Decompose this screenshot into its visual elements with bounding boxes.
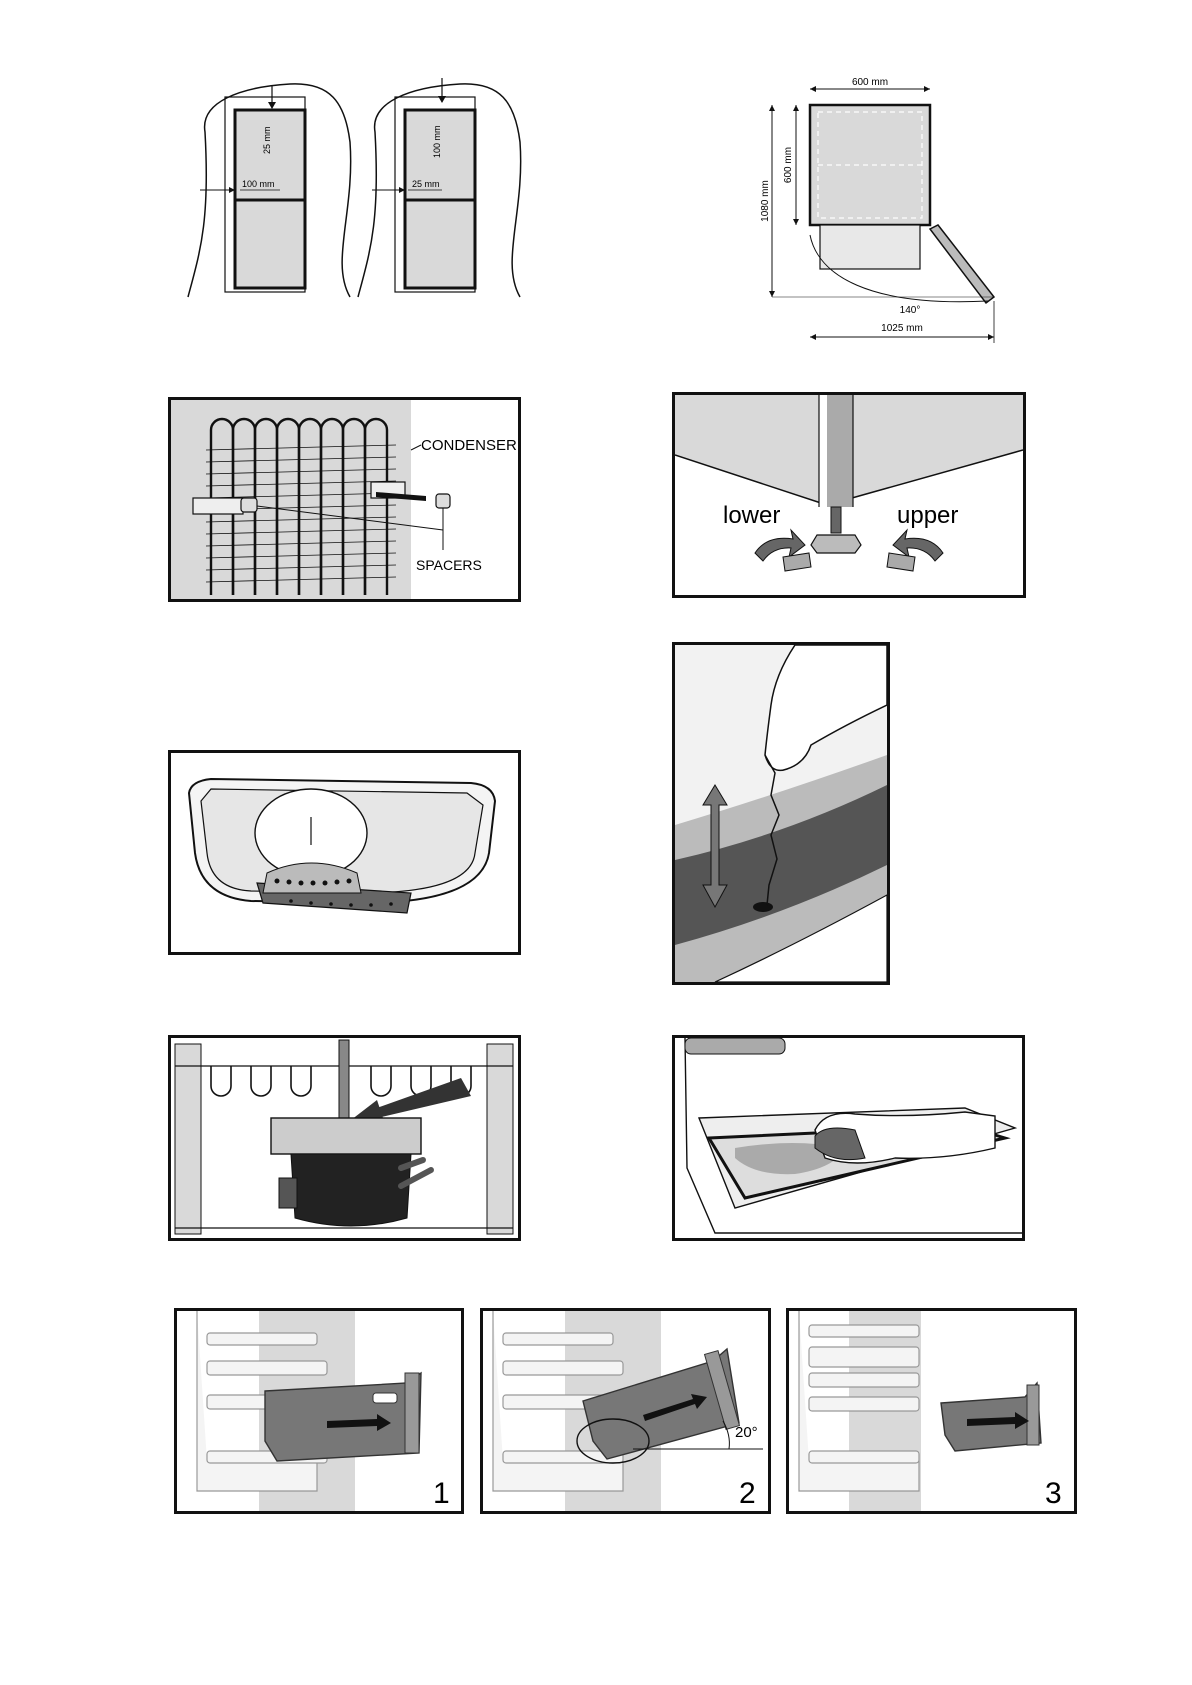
angle-label: 140° [900, 305, 921, 316]
left-side-gap-label: 100 mm [242, 179, 275, 189]
step1-number: 1 [433, 1477, 450, 1510]
feet-figure: lower upper [672, 392, 1026, 598]
clearance-figure: 25 mm 100 mm 100 mm 25 mm [180, 72, 540, 304]
width-label: 600 mm [852, 77, 888, 88]
drain-pan-figure [168, 750, 521, 955]
compressor-figure [168, 1035, 521, 1241]
upper-label: upper [897, 502, 958, 529]
open-depth-label: 1025 mm [881, 323, 923, 334]
step3-number: 3 [1045, 1477, 1062, 1510]
drain-hole-figure [672, 642, 890, 985]
height-label: 1080 mm [760, 180, 771, 222]
lower-label: lower [723, 502, 780, 529]
depth-label: 600 mm [783, 147, 794, 183]
spacers-label: SPACERS [416, 557, 482, 573]
condenser-figure: CONDENSER SPACERS [168, 397, 521, 602]
condenser-label: CONDENSER [421, 437, 517, 454]
left-top-gap-label: 25 mm [262, 126, 272, 154]
right-side-gap-label: 25 mm [412, 179, 440, 189]
drawer-step3-figure: 3 [786, 1308, 1077, 1514]
drawer-step2-figure: 20° 2 [480, 1308, 771, 1514]
tilt-angle-label: 20° [735, 1424, 758, 1441]
cleaning-figure [672, 1035, 1025, 1241]
dimensions-figure: 600 mm 600 mm 1080 mm 140° 1025 mm [758, 75, 1013, 347]
drawer-step1-figure: 1 [174, 1308, 464, 1514]
step2-number: 2 [739, 1477, 756, 1510]
right-top-gap-label: 100 mm [432, 125, 442, 158]
